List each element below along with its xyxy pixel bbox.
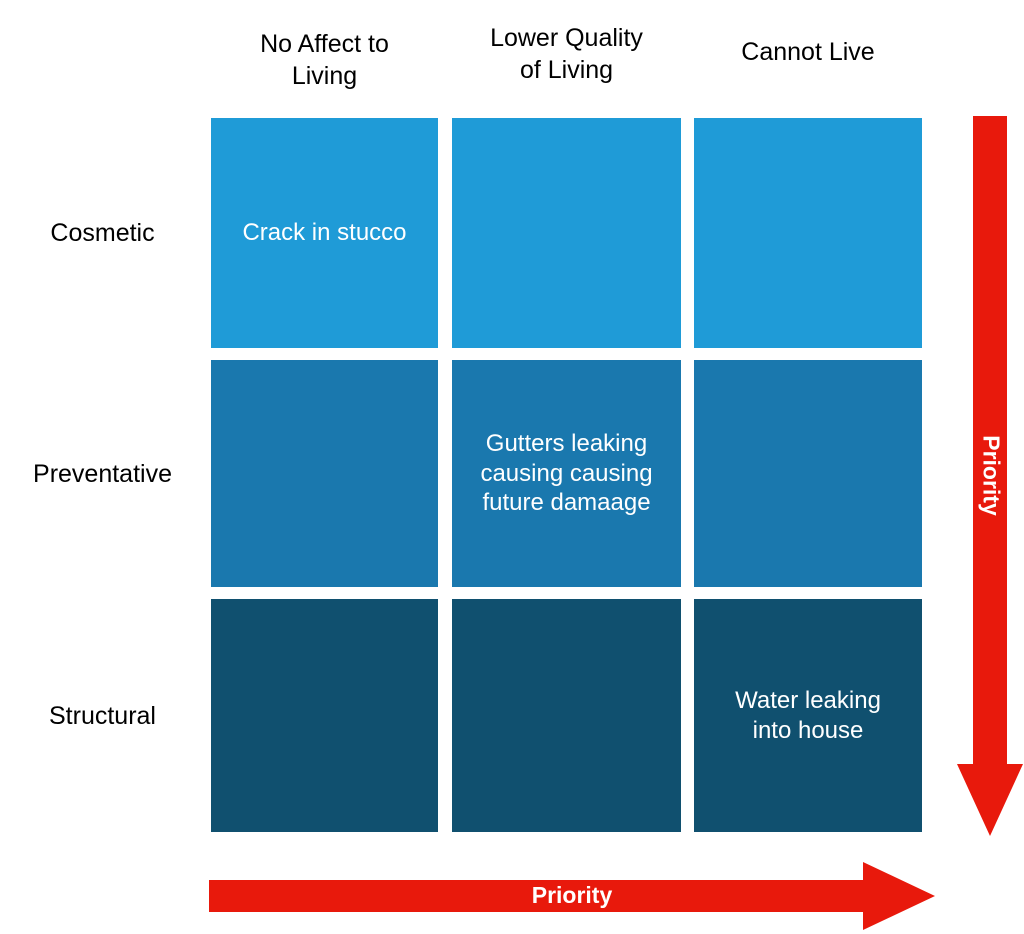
column-header-label: Lower Quality of Living [490, 24, 643, 84]
matrix-cell-preventative-no-affect[interactable] [211, 360, 438, 587]
arrow-right-icon [209, 862, 935, 930]
row-label-preventative: Preventative [0, 360, 205, 587]
matrix-cell-structural-lower-quality[interactable] [452, 599, 681, 832]
vertical-priority-arrow-label: Priority [978, 423, 1005, 529]
matrix-cell-text: Crack in stucco [242, 219, 407, 247]
matrix-cell-preventative-cannot-live[interactable] [694, 360, 922, 587]
column-header-label: Cannot Live [741, 38, 875, 66]
row-label-text: Cosmetic [50, 219, 155, 247]
row-label-structural: Structural [0, 599, 205, 832]
row-label-text: Preventative [33, 459, 172, 488]
vertical-priority-arrow [957, 116, 1023, 836]
column-header-lower-quality-of-living: Lower Quality of Living [452, 22, 681, 86]
horizontal-priority-arrow [209, 862, 935, 930]
matrix-cell-text: Water leaking into house [735, 686, 881, 744]
column-header-cannot-live: Cannot Live [694, 36, 922, 68]
horizontal-priority-arrow-label-text: Priority [531, 882, 613, 908]
row-label-cosmetic: Cosmetic [0, 118, 205, 348]
arrow-down-icon [957, 116, 1023, 836]
matrix-cell-cosmetic-no-affect[interactable]: Crack in stucco [211, 118, 438, 348]
matrix-cell-text: Gutters leaking causing causing future d… [480, 429, 653, 517]
column-header-no-affect-to-living: No Affect to Living [211, 28, 438, 92]
column-header-label: No Affect to Living [260, 30, 389, 90]
vertical-priority-arrow-label-text: Priority [978, 435, 1005, 516]
matrix-cell-cosmetic-cannot-live[interactable] [694, 118, 922, 348]
row-label-text: Structural [49, 701, 156, 730]
horizontal-priority-arrow-label: Priority [472, 882, 672, 909]
matrix-cell-structural-cannot-live[interactable]: Water leaking into house [694, 599, 922, 832]
matrix-cell-structural-no-affect[interactable] [211, 599, 438, 832]
matrix-cell-preventative-lower-quality[interactable]: Gutters leaking causing causing future d… [452, 360, 681, 587]
matrix-cell-cosmetic-lower-quality[interactable] [452, 118, 681, 348]
